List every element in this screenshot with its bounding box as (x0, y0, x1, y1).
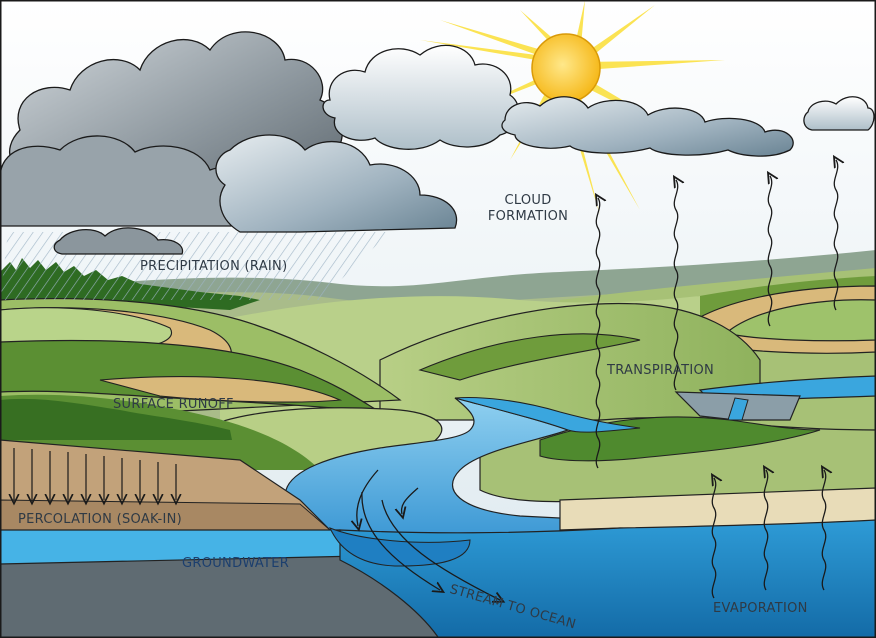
groundwater-label: GROUNDWATER (182, 556, 290, 571)
sun-icon (531, 33, 601, 103)
wavy-arrow-icon (596, 160, 837, 599)
cloud-icon (0, 31, 458, 255)
cloud-formation-label: CLOUD FORMATION (472, 193, 584, 225)
evaporation-label: EVAPORATION (713, 601, 808, 616)
cloud-formation-line1: CLOUD (504, 193, 552, 208)
cloud-formation-line2: FORMATION (487, 209, 569, 224)
transpiration-label: TRANSPIRATION (607, 363, 715, 378)
percolation-label: PERCOLATION (SOAK-IN) (18, 512, 183, 527)
ocean (339, 519, 876, 638)
flow-arrow-icon (357, 469, 500, 600)
surface-runoff-label: SURFACE RUNOFF (113, 397, 234, 412)
precipitation-label: PRECIPITATION (RAIN) (140, 259, 288, 274)
percolation-arrows (14, 448, 176, 500)
white-clouds (322, 44, 875, 157)
